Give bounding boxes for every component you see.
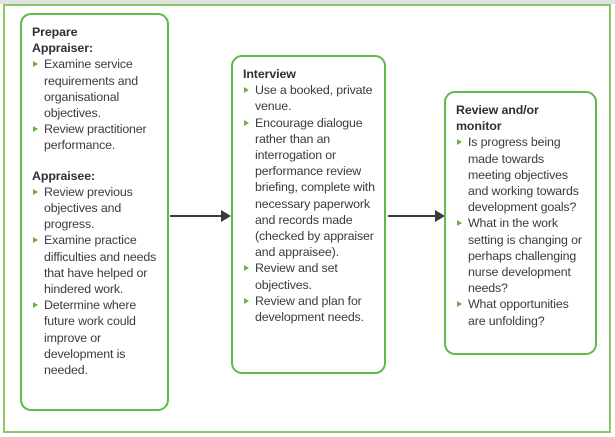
triangle-bullet-icon	[457, 220, 462, 227]
list-item: Use a booked, private venue.	[243, 82, 376, 114]
list-item-label: Use a booked, private venue.	[255, 83, 373, 114]
box-prepare: Prepare Appraiser: Examine service requi…	[20, 13, 169, 411]
list-item-label: Review and set objectives.	[255, 261, 338, 292]
box-prepare-appraiser-list: Examine service requirements and organis…	[32, 56, 159, 153]
box-review-monitor-list: Is progress being made towards meeting o…	[456, 134, 587, 328]
arrow-head-icon	[435, 210, 445, 222]
box-interview: Interview Use a booked, private venue. E…	[231, 55, 386, 374]
box-interview-title: Interview	[243, 67, 296, 81]
triangle-bullet-icon	[33, 237, 38, 244]
section-spacer	[32, 154, 159, 168]
triangle-bullet-icon	[244, 297, 249, 304]
list-item: Examine practice difficulties and needs …	[32, 232, 159, 297]
list-item-label: Encourage dialogue rather than an interr…	[255, 115, 375, 260]
top-band	[0, 0, 615, 4]
box-prepare-subtitle-appraiser: Appraiser:	[32, 41, 93, 56]
triangle-bullet-icon	[33, 126, 38, 133]
list-item-label: Review previous objectives and progress.	[44, 184, 133, 232]
arrow-interview-to-review	[388, 210, 446, 222]
triangle-bullet-icon	[244, 119, 249, 126]
arrow-shaft	[170, 215, 223, 217]
box-prepare-title: Prepare	[32, 25, 78, 39]
box-prepare-subtitle-appraisee: Appraisee:	[32, 168, 96, 183]
list-item-label: Is progress being made towards meeting o…	[468, 135, 579, 215]
list-item-label: Review and plan for development needs.	[255, 293, 364, 325]
arrow-shaft	[388, 215, 437, 217]
triangle-bullet-icon	[457, 139, 462, 146]
list-item-label: Examine practice difficulties and needs …	[44, 233, 157, 297]
list-item: Review and set objectives.	[243, 260, 376, 292]
box-interview-list: Use a booked, private venue. Encourage d…	[243, 82, 376, 325]
triangle-bullet-icon	[33, 61, 38, 68]
list-item-label: Review practitioner performance.	[44, 122, 147, 153]
list-item: What opportunities are unfolding?	[456, 296, 587, 328]
triangle-bullet-icon	[33, 302, 38, 309]
list-item: What in the work setting is changing or …	[456, 215, 587, 296]
list-item: Is progress being made towards meeting o…	[456, 134, 587, 215]
list-item: Determine where future work could improv…	[32, 297, 159, 378]
arrow-head-icon	[221, 210, 231, 222]
box-review-monitor: Review and/or monitor Is progress being …	[444, 91, 597, 355]
list-item: Review practitioner performance.	[32, 121, 159, 153]
list-item-label: Determine where future work could improv…	[44, 298, 137, 378]
triangle-bullet-icon	[244, 265, 249, 272]
list-item-label: What in the work setting is changing or …	[468, 216, 582, 296]
box-review-monitor-title: Review and/or	[456, 103, 539, 117]
triangle-bullet-icon	[33, 188, 38, 195]
arrow-prepare-to-interview	[170, 210, 232, 222]
triangle-bullet-icon	[244, 87, 249, 94]
list-item: Examine service requirements and organis…	[32, 56, 159, 121]
list-item-label: What opportunities are unfolding?	[468, 297, 569, 328]
list-item-label: Examine service requirements and organis…	[44, 57, 139, 121]
list-item: Encourage dialogue rather than an interr…	[243, 115, 376, 261]
box-review-monitor-subtitle: monitor	[456, 119, 502, 134]
list-item: Review previous objectives and progress.	[32, 184, 159, 233]
triangle-bullet-icon	[457, 301, 462, 308]
box-prepare-appraisee-list: Review previous objectives and progress.…	[32, 184, 159, 378]
list-item: Review and plan for development needs.	[243, 293, 376, 325]
